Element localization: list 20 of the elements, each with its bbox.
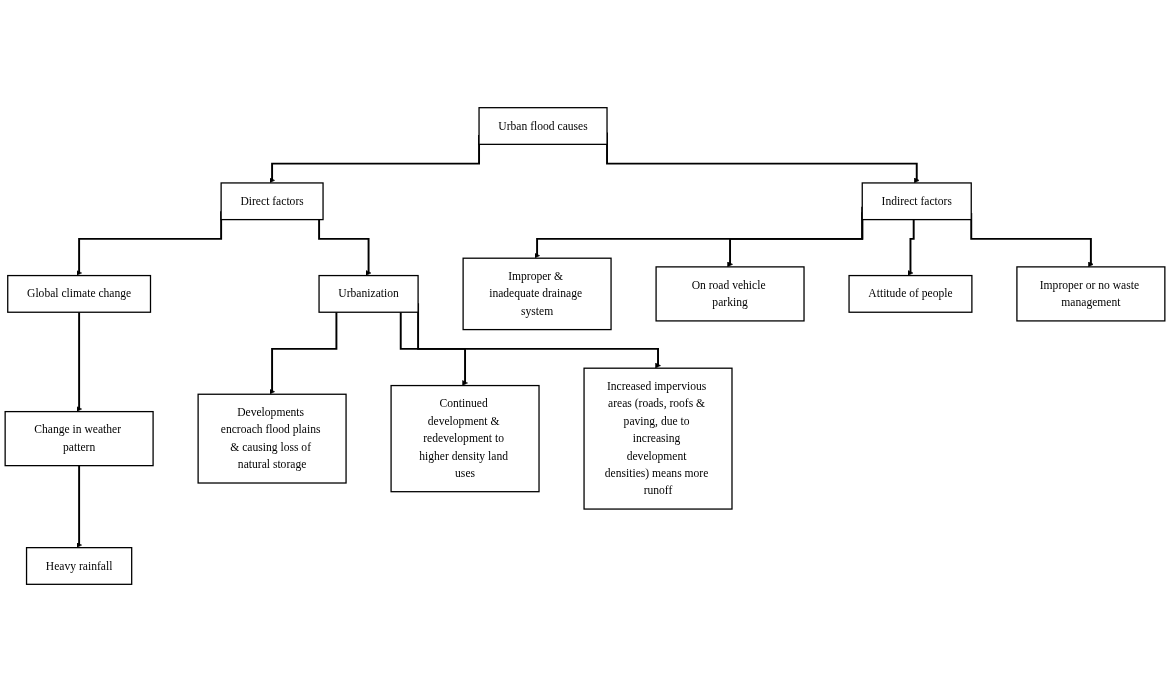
node-box: Indirect factors [861, 182, 972, 221]
arrow [269, 311, 338, 395]
arrow [76, 464, 82, 548]
node-box: Urban flood causes [478, 107, 608, 145]
node-box: Improper & inadequate drainage system [462, 257, 612, 331]
node-box: Direct factors [220, 182, 324, 221]
node-box: Change in weather pattern [4, 410, 154, 467]
node-box: Developments encroach flood plains & causing loss of natural storage [197, 393, 347, 484]
node-box: Improper or no waste management [1016, 266, 1166, 322]
arrow [399, 311, 468, 386]
node-box: Global climate change [7, 274, 152, 313]
arrow [76, 311, 82, 412]
node-box: Continued development & redevelopment to higher density land uses [390, 384, 540, 493]
node-box: Urbanization [318, 274, 419, 313]
arrow [907, 218, 915, 276]
node-box: Attitude of people [848, 274, 973, 313]
arrow [318, 218, 372, 276]
node-box: On road vehicle parking [655, 266, 805, 322]
node-box: Increased impervious areas (roads, roofs & paving, due to increasing development densities) means more runoff [583, 367, 733, 510]
node-box: Heavy rainfall [25, 547, 133, 585]
